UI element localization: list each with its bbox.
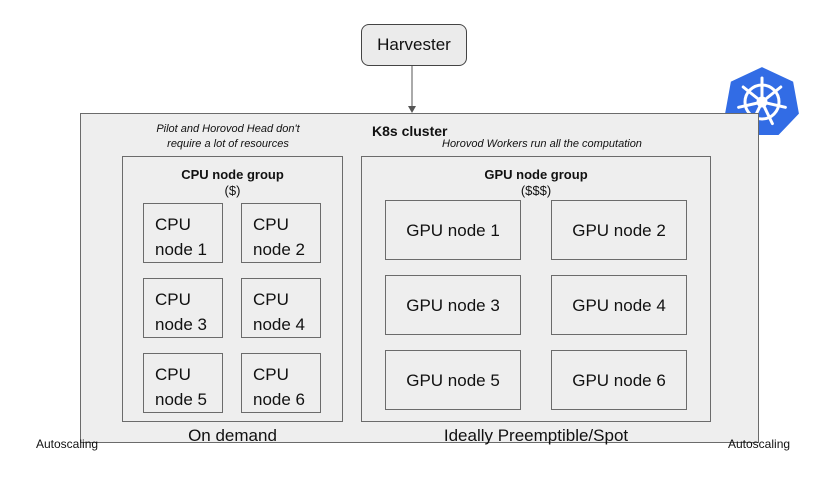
- gpu-node-6: GPU node 6: [551, 350, 687, 410]
- cpu-node-1-label-1: CPU: [155, 215, 191, 234]
- gpu-node-2-label: GPU node 2: [572, 220, 666, 240]
- gpu-node-5-label: GPU node 5: [406, 370, 500, 390]
- cpu-node-5-label-1: CPU: [155, 365, 191, 384]
- gpu-group-caption: Ideally Preemptible/Spot: [443, 426, 629, 445]
- cpu-node-2-label-1: CPU: [253, 215, 289, 234]
- gpu-group-cost: ($$$): [520, 183, 552, 198]
- cluster-title: K8s cluster: [372, 123, 448, 139]
- gpu-node-4-label: GPU node 4: [572, 295, 666, 315]
- cpu-node-4-label-1: CPU: [253, 290, 289, 309]
- cpu-node-2-label-2: node 2: [253, 240, 305, 259]
- harvester-box: Harvester: [361, 24, 467, 66]
- cpu-node-4: CPU node 4: [241, 278, 321, 338]
- cluster-note-left-line-2: require a lot of resources: [167, 138, 289, 150]
- gpu-node-4: GPU node 4: [551, 275, 687, 335]
- cpu-node-1-label-2: node 1: [155, 240, 207, 259]
- cpu-node-5: CPU node 5: [143, 353, 223, 413]
- cpu-node-5-label-2: node 5: [155, 390, 207, 409]
- cpu-group-caption: On demand: [188, 426, 277, 445]
- gpu-node-2: GPU node 2: [551, 200, 687, 260]
- cluster-note-right: Horovod Workers run all the computation: [442, 138, 642, 150]
- autoscaling-right-label: Autoscaling: [728, 437, 791, 451]
- gpu-node-6-label: GPU node 6: [572, 370, 666, 390]
- cpu-node-6-label-1: CPU: [253, 365, 289, 384]
- gpu-node-1-label: GPU node 1: [406, 220, 500, 240]
- cpu-node-1: CPU node 1: [143, 203, 223, 263]
- gpu-node-3: GPU node 3: [385, 275, 521, 335]
- cpu-group-cost: ($): [224, 183, 241, 198]
- cpu-node-4-label-2: node 4: [253, 315, 305, 334]
- cpu-node-6: CPU node 6: [241, 353, 321, 413]
- gpu-group-title: GPU node group: [484, 167, 588, 182]
- gpu-node-5: GPU node 5: [385, 350, 521, 410]
- gpu-node-3-label: GPU node 3: [406, 295, 500, 315]
- cluster-note-left-line-1: Pilot and Horovod Head don't: [156, 123, 300, 135]
- cpu-node-3-label-2: node 3: [155, 315, 207, 334]
- harvester-label: Harvester: [377, 35, 451, 54]
- autoscaling-left-label: Autoscaling: [36, 437, 99, 451]
- cpu-group-title: CPU node group: [181, 167, 284, 182]
- harvester-arrow-head: [408, 106, 416, 113]
- cpu-node-3-label-1: CPU: [155, 290, 191, 309]
- cpu-node-3: CPU node 3: [143, 278, 223, 338]
- cluster-note-left: Pilot and Horovod Head don't require a l…: [140, 122, 316, 152]
- gpu-node-1: GPU node 1: [385, 200, 521, 260]
- cpu-node-6-label-2: node 6: [253, 390, 305, 409]
- cpu-node-2: CPU node 2: [241, 203, 321, 263]
